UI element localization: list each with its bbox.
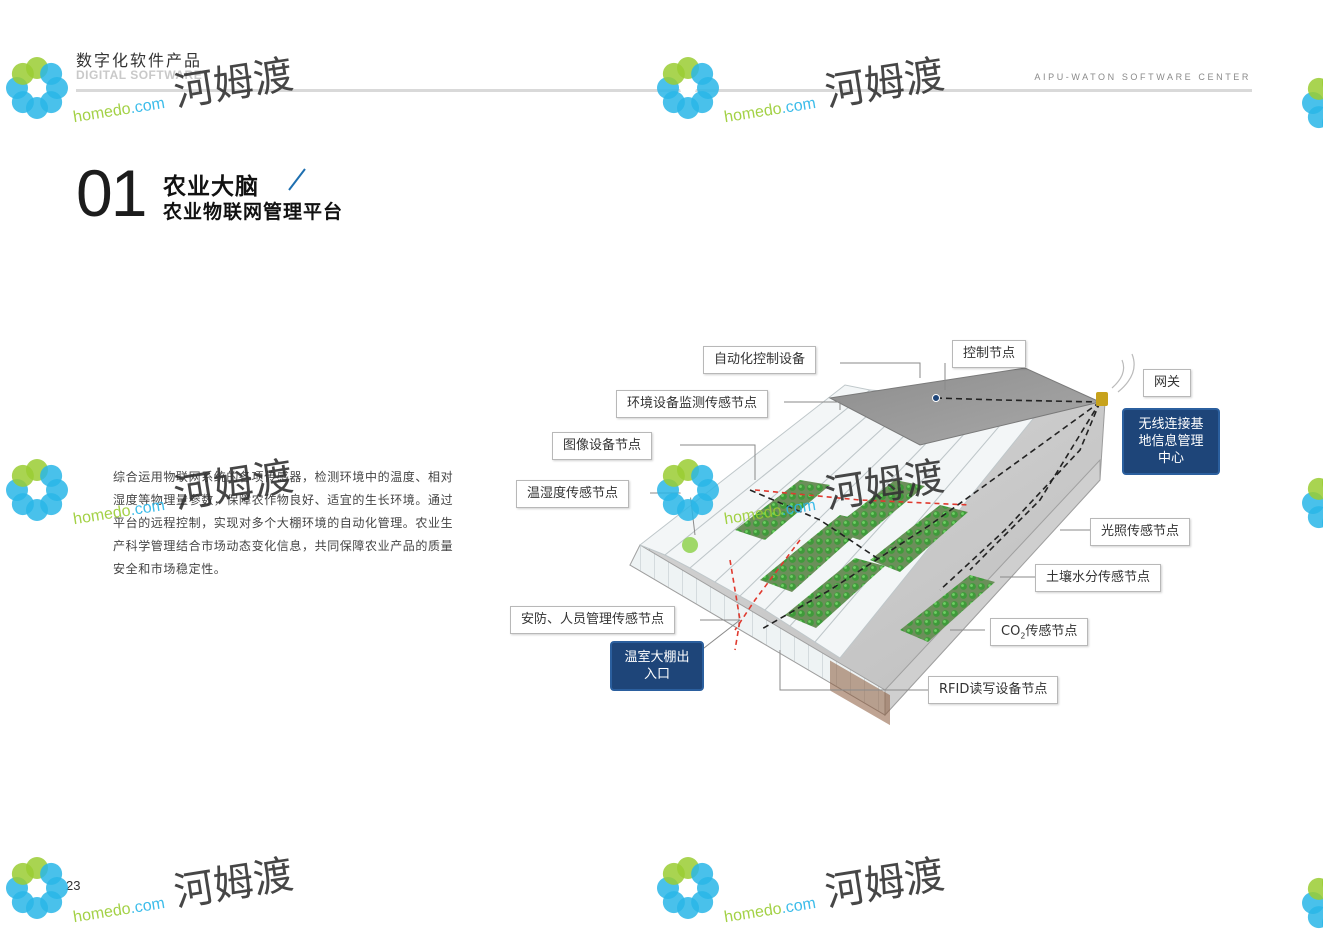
watermark-brand-left: homedo xyxy=(72,900,132,927)
watermark-brand-cn: 河姆渡 xyxy=(810,52,948,117)
watermark-brand-left: homedo xyxy=(72,100,132,127)
label-env-monitor: 环境设备监测传感节点 xyxy=(616,390,769,418)
label-entrance: 温室大棚出入口 xyxy=(610,641,704,691)
homedo-flower-icon xyxy=(6,459,68,521)
greenhouse-illustration xyxy=(629,353,1135,726)
homedo-flower-icon xyxy=(1302,877,1323,929)
section-title: 农业大脑 xyxy=(163,173,259,199)
section-subtitle: 农业物联网管理平台 xyxy=(163,202,344,223)
label-gateway: 网关 xyxy=(1143,369,1192,397)
header-title-cn: 数字化软件产品 xyxy=(76,53,203,70)
label-image-node: 图像设备节点 xyxy=(552,432,653,460)
watermark-brand-left: homedo xyxy=(723,100,783,127)
watermark-brand-left: homedo xyxy=(723,900,783,927)
watermark-brand-right: .com xyxy=(129,94,167,118)
description-paragraph: 综合运用物联网系统的各项传感器，检测环境中的温度、相对湿度等物理量参数，保障农作… xyxy=(113,470,454,576)
watermark-brand-cn: 河姆渡 xyxy=(159,852,297,917)
homedo-flower-icon xyxy=(657,57,719,119)
homedo-flower-icon xyxy=(1302,77,1323,129)
homedo-watermark: homedo.com 河姆渡 xyxy=(718,42,948,134)
watermark-brand-cn: 河姆渡 xyxy=(810,852,948,917)
section-number: 01 xyxy=(76,156,147,230)
homedo-flower-icon xyxy=(6,57,68,119)
watermark-brand-right: .com xyxy=(129,894,167,918)
header-title-en: DIGITAL SOFTWARE xyxy=(76,68,203,82)
label-wireless-center: 无线连接基地信息管理中心 xyxy=(1122,408,1220,475)
label-control-node: 控制节点 xyxy=(952,340,1027,368)
homedo-flower-icon xyxy=(1302,477,1323,529)
homedo-flower-icon xyxy=(657,459,719,521)
homedo-watermark: homedo.com 河姆渡 xyxy=(67,842,297,934)
label-rfid: RFID读写设备节点 xyxy=(928,676,1059,704)
header-center-name: AIPU-WATON SOFTWARE CENTER xyxy=(1034,72,1251,82)
label-auto-control: 自动化控制设备 xyxy=(703,346,817,374)
label-light-sensor: 光照传感节点 xyxy=(1090,518,1191,546)
homedo-watermark: homedo.com 河姆渡 xyxy=(718,842,948,934)
label-soil-moisture: 土壤水分传感节点 xyxy=(1035,564,1162,592)
watermark-brand-right: .com xyxy=(780,894,818,918)
homedo-flower-icon xyxy=(6,857,68,919)
label-co2: CO2传感节点 xyxy=(990,618,1089,646)
iot-greenhouse-diagram: 自动化控制设备 控制节点 网关 无线连接基地信息管理中心 环境设备监测传感节点 … xyxy=(500,330,1230,730)
slash-accent-icon xyxy=(288,168,306,191)
label-security: 安防、人员管理传感节点 xyxy=(510,606,676,634)
page-number: 23 xyxy=(66,878,81,893)
watermark-brand-right: .com xyxy=(780,94,818,118)
homedo-flower-icon xyxy=(657,857,719,919)
label-temp-humidity: 温湿度传感节点 xyxy=(516,480,630,508)
